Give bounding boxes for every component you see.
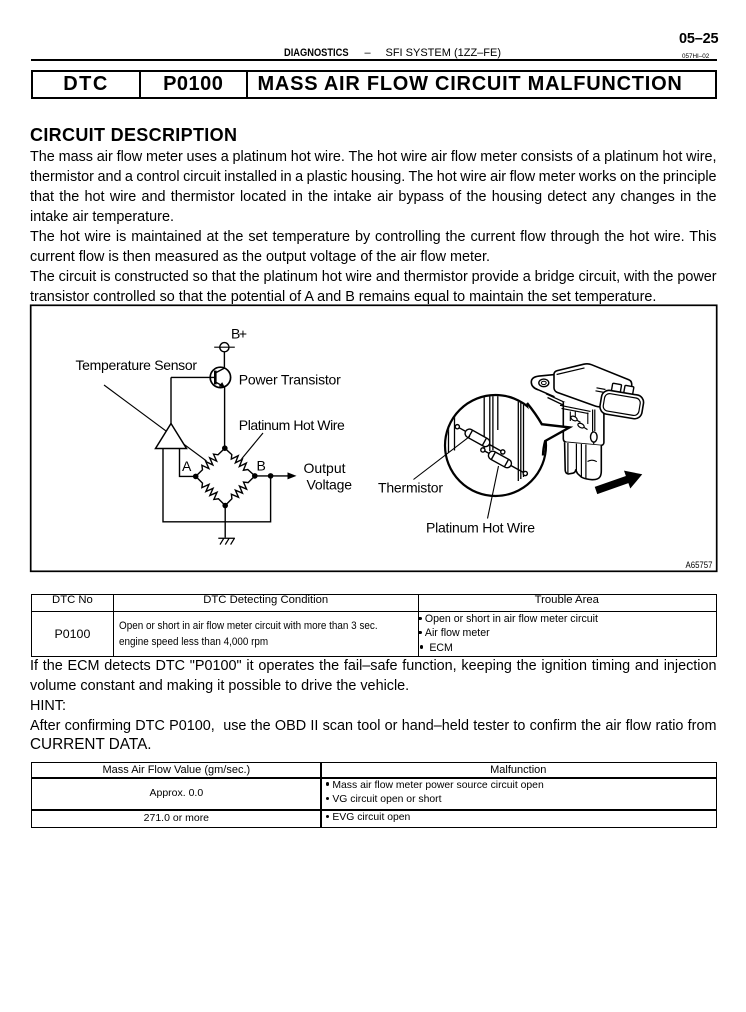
svg-text:Output: Output	[304, 460, 346, 476]
svg-text:Temperature Sensor: Temperature Sensor	[76, 357, 198, 373]
svg-text:Thermistor: Thermistor	[378, 480, 443, 496]
svg-text:Platinum Hot Wire: Platinum Hot Wire	[239, 417, 345, 433]
svg-text:Power Transistor: Power Transistor	[239, 371, 341, 387]
svg-text:B+: B+	[231, 326, 247, 342]
svg-text:A65757: A65757	[686, 560, 713, 570]
svg-text:A: A	[182, 458, 192, 474]
svg-text:B: B	[257, 458, 266, 474]
svg-text:Voltage: Voltage	[307, 476, 353, 492]
svg-text:Platinum Hot Wire: Platinum Hot Wire	[426, 520, 535, 536]
